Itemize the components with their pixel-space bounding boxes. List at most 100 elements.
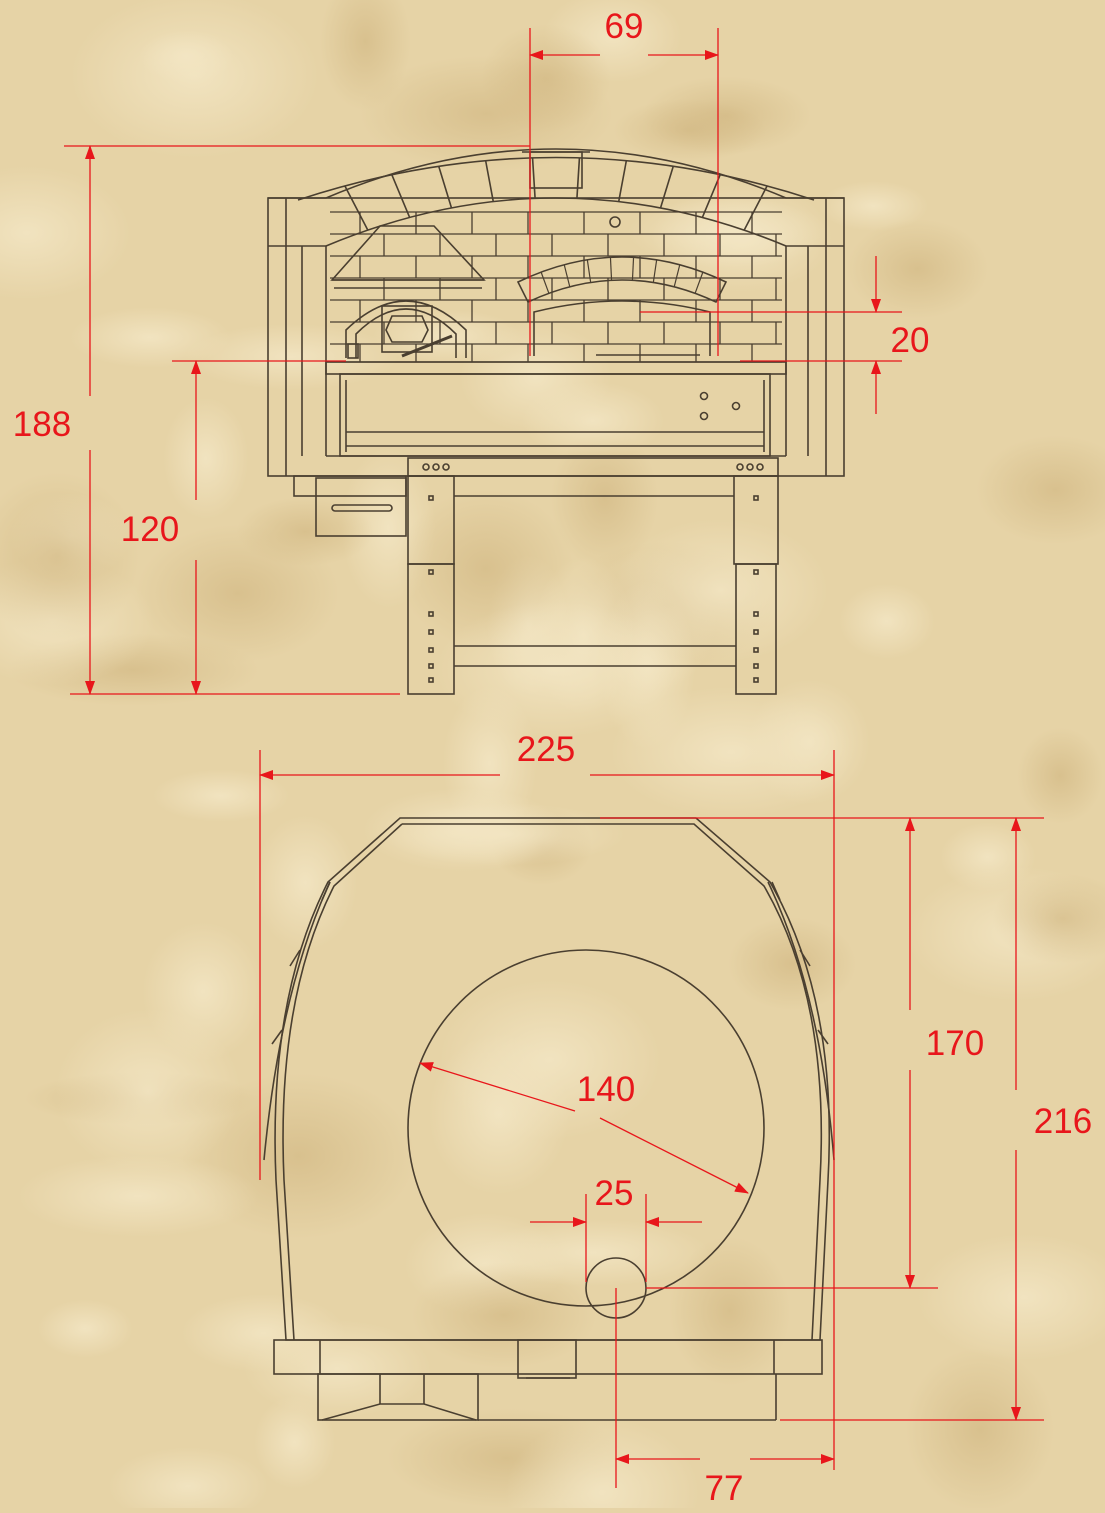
dim-label-depth-total: 216 xyxy=(1034,1102,1092,1141)
rail-bolt xyxy=(432,463,440,471)
mouth-brick-joint xyxy=(609,257,613,281)
leg-hole xyxy=(753,647,759,653)
voussoir-joint xyxy=(484,160,495,202)
texture-blotch xyxy=(411,1262,598,1369)
texture-blotch xyxy=(254,1395,336,1489)
dim-label-floor-height: 120 xyxy=(121,510,179,549)
texture-blotch xyxy=(505,1418,700,1513)
oven-mouth xyxy=(533,300,711,356)
voussoir-joint xyxy=(701,174,721,218)
texture-blotch xyxy=(0,166,131,300)
crown-mid-arch xyxy=(297,156,815,201)
plan-view xyxy=(263,817,835,1421)
texture-blotch xyxy=(992,873,1105,964)
stand-leg-left-lower xyxy=(407,563,455,695)
mouth-brick-joint xyxy=(540,271,550,294)
plan-burner-hood xyxy=(321,1403,477,1421)
facet-tick xyxy=(271,1029,283,1045)
stand-leg-right-lower xyxy=(735,563,777,695)
plan-facet-ticks xyxy=(271,881,829,1045)
texture-blotch xyxy=(477,1219,710,1287)
voussoir-joint xyxy=(344,185,369,231)
texture-blotch xyxy=(139,30,234,83)
texture-blotch xyxy=(435,601,675,738)
texture-blotch xyxy=(17,1155,259,1238)
mouth-arch-bricks xyxy=(540,257,704,294)
texture-blotch xyxy=(37,1299,133,1358)
voussoir-joint xyxy=(576,157,581,199)
leg-hole xyxy=(753,495,759,501)
texture-blotch xyxy=(976,435,1105,545)
leg-hole xyxy=(753,569,759,575)
front-elevation xyxy=(267,148,845,695)
voussoir-joint xyxy=(437,166,453,209)
texture-blotch xyxy=(846,219,989,319)
texture-blotch xyxy=(613,518,829,663)
burner-latch xyxy=(347,343,359,359)
burner-window-glass xyxy=(385,315,429,343)
voussoir-joint xyxy=(659,166,675,209)
dim-label-total-width: 225 xyxy=(517,730,575,769)
texture-blotch xyxy=(916,1234,1105,1361)
leg-hole xyxy=(753,677,759,683)
dim-label-depth-inner: 170 xyxy=(926,1024,984,1063)
texture-blotch xyxy=(818,181,929,232)
burner-handle xyxy=(401,334,453,358)
voussoir-joint xyxy=(391,174,411,218)
leg-hole xyxy=(753,611,759,617)
leg-hole xyxy=(428,647,434,653)
side-control-box xyxy=(315,477,407,537)
rail-bolt xyxy=(422,463,430,471)
texture-blotch xyxy=(359,55,614,173)
facet-tick xyxy=(799,949,811,967)
texture-blotch xyxy=(439,979,661,1140)
texture-blotch xyxy=(108,1447,269,1513)
crown-outer-arch xyxy=(268,148,844,199)
dim-140-arrow-right xyxy=(599,1117,749,1194)
texture-blotch xyxy=(839,583,935,660)
side-box-handle xyxy=(331,504,393,512)
dim-label-opening-width: 69 xyxy=(605,7,644,46)
plan-right-facet xyxy=(767,881,835,1161)
rotating-floor xyxy=(407,949,765,1307)
thermometer-dial xyxy=(609,216,621,228)
mouth-brick-joint xyxy=(631,257,635,281)
texture-blotch xyxy=(1016,727,1104,825)
texture-blotch xyxy=(522,381,665,460)
voussoir-joint xyxy=(531,157,536,199)
dim-label-opening-height: 20 xyxy=(891,321,930,360)
leg-hole xyxy=(753,629,759,635)
control-knob-3 xyxy=(699,411,709,421)
mouth-brick-joint xyxy=(673,264,681,287)
leg-hole xyxy=(753,663,759,669)
facet-tick xyxy=(771,881,781,901)
control-knob-1 xyxy=(699,391,709,401)
mouth-brick-joint xyxy=(652,259,658,283)
texture-blotch xyxy=(184,324,399,390)
voussoir-joint xyxy=(617,160,628,202)
texture-blotch xyxy=(163,397,249,520)
mouth-brick-joint xyxy=(563,264,571,287)
texture-blotch xyxy=(905,1347,1055,1512)
control-knob-2 xyxy=(731,401,741,411)
plan-inner-shell xyxy=(282,823,823,1341)
texture-blotch xyxy=(319,0,411,111)
mouth-brick-joint xyxy=(694,271,704,294)
plan-left-facet xyxy=(263,881,331,1161)
texture-blotch xyxy=(748,679,870,805)
dim-label-flue-offset: 77 xyxy=(705,1469,744,1508)
dimension-labels: 69 20 188 120 225 140 25 170 216 77 xyxy=(13,7,1092,1508)
mouth-brick-joint xyxy=(586,259,592,283)
texture-blotch xyxy=(236,497,374,567)
rail-bolt xyxy=(746,463,754,471)
burner-window xyxy=(381,305,433,353)
leg-hole xyxy=(428,663,434,669)
texture-blotch xyxy=(627,197,829,268)
rail-bolt xyxy=(736,463,744,471)
texture-blotch xyxy=(0,472,140,641)
leg-hole xyxy=(428,611,434,617)
texture-blotch xyxy=(55,1008,241,1175)
dimension-lines xyxy=(64,28,1044,1488)
